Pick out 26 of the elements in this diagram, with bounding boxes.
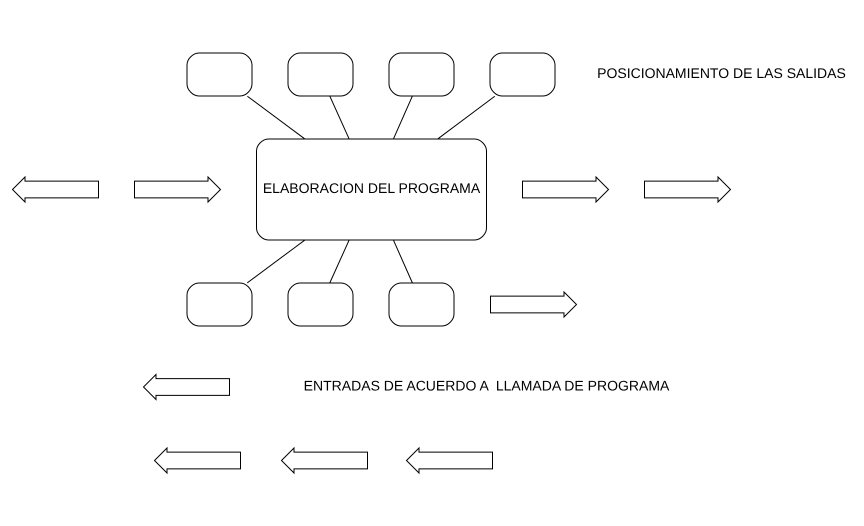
connector [329, 96, 350, 140]
connector [246, 96, 306, 140]
node-box: ELABORACION DEL PROGRAMA [256, 138, 487, 240]
connector [329, 240, 350, 284]
label: POSICIONAMIENTO DE LAS SALIDAS [597, 65, 846, 82]
node-box [490, 52, 556, 96]
node-arrow [142, 373, 230, 401]
node-arrow [406, 446, 493, 474]
node-box [388, 52, 454, 96]
node-arrow [154, 446, 241, 474]
node-arrow [12, 176, 99, 204]
node-arrow [644, 176, 732, 204]
label: ENTRADAS DE ACUERDO A LLAMADA DE PROGRAMA [304, 378, 670, 394]
node-arrow [522, 176, 610, 204]
node-box [186, 282, 252, 326]
node-arrow [490, 290, 578, 318]
node-box [288, 52, 354, 96]
connector [393, 96, 413, 140]
connector [392, 240, 413, 284]
node-box [186, 52, 252, 96]
node-box [388, 282, 454, 326]
connector [437, 96, 496, 140]
node-box [288, 282, 354, 326]
node-arrow [280, 446, 368, 474]
node-arrow [134, 176, 222, 204]
connector [246, 240, 306, 284]
